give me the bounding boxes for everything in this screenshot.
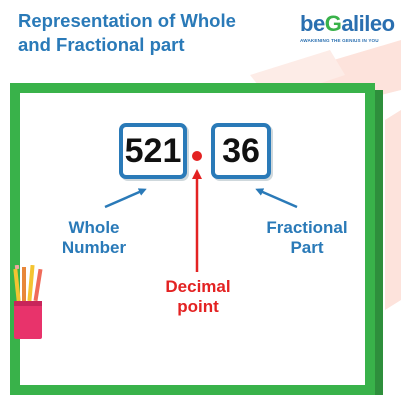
pencil-cup-icon bbox=[13, 265, 43, 339]
begalileo-logo: beGalileo AWAKENING THE GENIUS IN YOU bbox=[300, 12, 395, 44]
decimal-point-label-line1: Decimal bbox=[165, 277, 231, 296]
fractional-part-arrow-icon bbox=[255, 188, 298, 209]
fractional-part-box: 36 bbox=[211, 123, 271, 179]
board-shadow bbox=[375, 90, 383, 395]
logo-suffix: alileo bbox=[341, 11, 395, 36]
logo-g-letter: G bbox=[324, 11, 342, 36]
whole-number-value: 521 bbox=[124, 131, 182, 170]
page-title: Representation of Whole and Fractional p… bbox=[18, 9, 268, 57]
decimal-point-label-line2: point bbox=[177, 297, 219, 316]
whole-number-label-line2: Number bbox=[61, 238, 127, 257]
decimal-point-label: Decimal point bbox=[145, 277, 251, 317]
green-board bbox=[10, 83, 375, 395]
board-surface bbox=[20, 93, 365, 385]
logo-prefix: be bbox=[300, 11, 325, 36]
whole-number-box: 521 bbox=[119, 123, 187, 179]
decimal-dot-icon bbox=[192, 151, 202, 161]
fractional-part-label-line1: Fractional bbox=[266, 218, 348, 237]
fractional-part-label: Fractional Part bbox=[252, 218, 362, 258]
fractional-part-label-line2: Part bbox=[290, 238, 324, 257]
whole-number-arrow-icon bbox=[104, 188, 147, 209]
page-title-text: Representation of Whole and Fractional p… bbox=[18, 10, 236, 55]
whole-number-label-line1: Whole bbox=[68, 218, 120, 237]
fractional-part-value: 36 bbox=[222, 131, 260, 170]
logo-tagline: AWAKENING THE GENIUS IN YOU bbox=[300, 38, 379, 43]
whole-number-label: Whole Number bbox=[44, 218, 144, 258]
logo-wordmark: beGalileo bbox=[300, 12, 395, 36]
